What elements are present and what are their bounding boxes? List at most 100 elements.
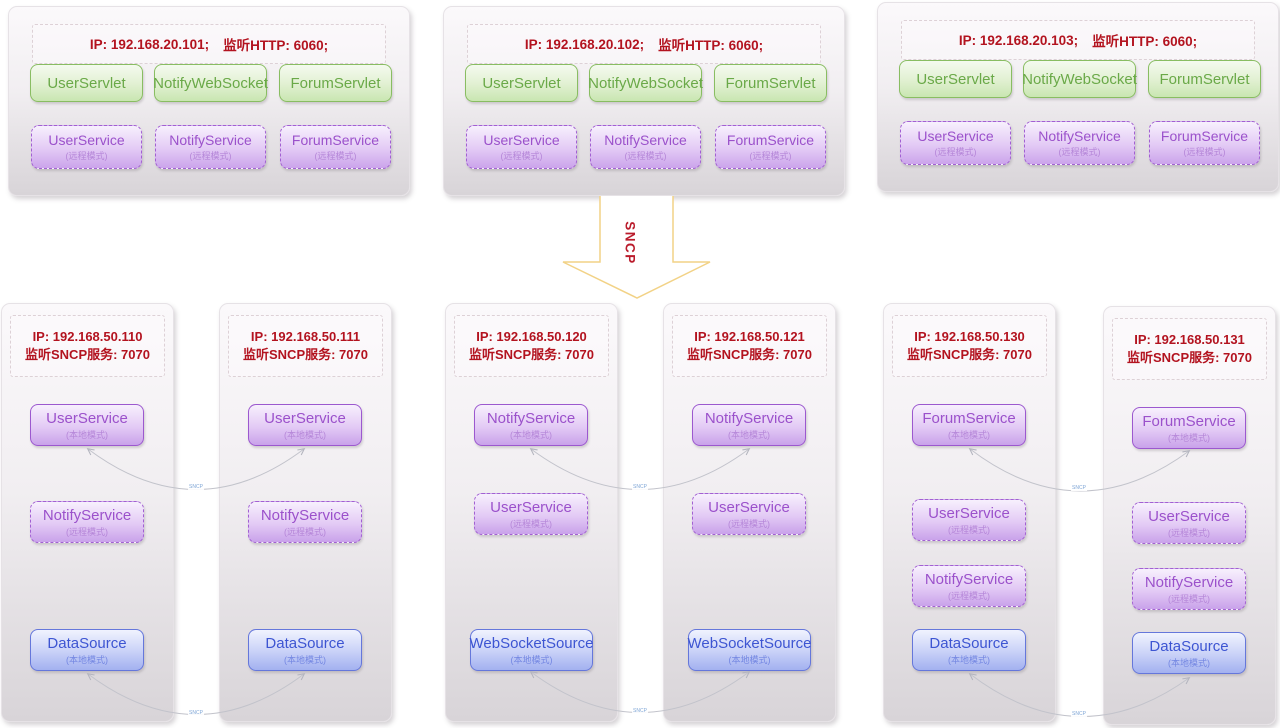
http-server-node-101: IP: 192.168.20.101; 监听HTTP: 6060; UserSe… bbox=[8, 6, 410, 196]
service-mode: (本地模式) bbox=[728, 429, 770, 440]
service-mode: (本地模式) bbox=[284, 429, 326, 440]
service-mode: (远程模式) bbox=[1168, 593, 1210, 604]
server-address-banner: IP: 192.168.20.103; 监听HTTP: 6060; bbox=[901, 20, 1255, 60]
server-listen: 监听HTTP: 6060; bbox=[658, 38, 764, 53]
service-mode: (远程模式) bbox=[284, 526, 326, 537]
service-box-remote: NotifyService (远程模式) bbox=[248, 501, 362, 543]
service-name: ForumService bbox=[1160, 128, 1249, 144]
sncp-server-node-120: IP: 192.168.50.120 监听SNCP服务: 7070 Notify… bbox=[445, 303, 618, 722]
server-ip: IP: 192.168.50.130 bbox=[914, 329, 1025, 344]
service-name: ForumService bbox=[726, 132, 815, 148]
source-mode: (本地模式) bbox=[284, 654, 326, 665]
service-name: NotifyService bbox=[486, 409, 576, 427]
service-name: UserService bbox=[48, 132, 125, 148]
service-box-local: UserService (本地模式) bbox=[30, 404, 144, 446]
service-mode: (远程模式) bbox=[948, 524, 990, 535]
service-box-remote: UserService (远程模式) bbox=[912, 499, 1026, 541]
service-mode: (远程模式) bbox=[65, 151, 108, 161]
service-mode: (远程模式) bbox=[624, 151, 667, 161]
service-box-remote: ForumService (远程模式) bbox=[1149, 121, 1260, 165]
service-name: UserService bbox=[483, 132, 560, 148]
service-mode: (远程模式) bbox=[500, 151, 543, 161]
service-box-local: ForumService (本地模式) bbox=[1132, 407, 1246, 449]
service-box-local: NotifyService (本地模式) bbox=[692, 404, 806, 446]
service-name: NotifyService bbox=[1144, 573, 1234, 591]
servlet-box: ForumServlet bbox=[714, 64, 827, 102]
servlet-box: ForumServlet bbox=[1148, 60, 1261, 98]
connector-label: SNCP bbox=[632, 708, 648, 714]
servlet-label: UserServlet bbox=[482, 74, 561, 92]
service-name: NotifyService bbox=[1038, 128, 1121, 144]
sncp-server-node-111: IP: 192.168.50.111 监听SNCP服务: 7070 UserSe… bbox=[219, 303, 392, 722]
service-name: NotifyService bbox=[260, 506, 350, 524]
server-ip: IP: 192.168.20.101; bbox=[89, 36, 210, 52]
servlet-box: UserServlet bbox=[465, 64, 578, 102]
service-name: UserService bbox=[46, 409, 128, 427]
source-name: DataSource bbox=[265, 634, 345, 652]
servlet-label: NotifyWebSocket bbox=[153, 74, 268, 92]
service-name: UserService bbox=[917, 128, 994, 144]
service-name: UserService bbox=[490, 498, 572, 516]
source-mode: (本地模式) bbox=[510, 654, 553, 665]
datasource-box: DataSource (本地模式) bbox=[30, 629, 144, 671]
service-box-remote: ForumService (远程模式) bbox=[280, 125, 391, 169]
server-ip: IP: 192.168.20.102; bbox=[524, 36, 645, 52]
servlet-box: NotifyWebSocket bbox=[588, 64, 703, 102]
service-mode: (本地模式) bbox=[66, 429, 108, 440]
service-box-remote: NotifyService (远程模式) bbox=[912, 565, 1026, 607]
service-mode: (远程模式) bbox=[728, 518, 770, 529]
websocketsource-box: WebSocketSource (本地模式) bbox=[688, 629, 811, 671]
datasource-box: DataSource (本地模式) bbox=[912, 629, 1026, 671]
connector-label: SNCP bbox=[188, 710, 204, 716]
service-box-remote: UserService (远程模式) bbox=[692, 493, 806, 535]
sncp-arrow-label: SNCP bbox=[622, 221, 638, 265]
source-mode: (本地模式) bbox=[1168, 657, 1210, 668]
connector-label: SNCP bbox=[632, 484, 648, 490]
service-mode: (远程模式) bbox=[314, 151, 357, 161]
server-listen: 监听HTTP: 6060; bbox=[223, 38, 329, 53]
service-box-local: ForumService (本地模式) bbox=[912, 404, 1026, 446]
sncp-server-node-110: IP: 192.168.50.110 监听SNCP服务: 7070 UserSe… bbox=[1, 303, 174, 722]
source-name: WebSocketSource bbox=[469, 634, 594, 652]
servlet-box: UserServlet bbox=[30, 64, 143, 102]
server-listen: 监听SNCP服务: 7070 bbox=[687, 347, 812, 362]
connector-label: SNCP bbox=[188, 484, 204, 490]
server-ip: IP: 192.168.20.103; bbox=[958, 32, 1079, 48]
source-name: DataSource bbox=[929, 634, 1009, 652]
http-server-node-102: IP: 192.168.20.102; 监听HTTP: 6060; UserSe… bbox=[443, 6, 845, 196]
sncp-server-node-130: IP: 192.168.50.130 监听SNCP服务: 7070 ForumS… bbox=[883, 303, 1056, 722]
service-mode: (远程模式) bbox=[66, 526, 108, 537]
service-mode: (远程模式) bbox=[1183, 147, 1226, 157]
server-listen: 监听SNCP服务: 7070 bbox=[25, 347, 150, 362]
service-name: UserService bbox=[1148, 507, 1230, 525]
service-name: UserService bbox=[264, 409, 346, 427]
server-address-banner: IP: 192.168.50.120 监听SNCP服务: 7070 bbox=[454, 315, 609, 377]
service-mode: (远程模式) bbox=[510, 518, 552, 529]
service-mode: (本地模式) bbox=[948, 429, 990, 440]
connector-label: SNCP bbox=[1071, 485, 1087, 491]
service-box-remote: NotifyService (远程模式) bbox=[30, 501, 144, 543]
service-name: ForumService bbox=[922, 409, 1016, 427]
servlet-box: NotifyWebSocket bbox=[153, 64, 268, 102]
service-name: UserService bbox=[708, 498, 790, 516]
service-box-remote: UserService (远程模式) bbox=[474, 493, 588, 535]
servlet-label: NotifyWebSocket bbox=[588, 74, 703, 92]
server-address-banner: IP: 192.168.20.102; 监听HTTP: 6060; bbox=[467, 24, 821, 64]
server-address-banner: IP: 192.168.50.131 监听SNCP服务: 7070 bbox=[1112, 318, 1267, 380]
source-mode: (本地模式) bbox=[728, 654, 771, 665]
sncp-server-node-131: IP: 192.168.50.131 监听SNCP服务: 7070 ForumS… bbox=[1103, 306, 1276, 725]
servlet-label: ForumServlet bbox=[1159, 70, 1250, 88]
http-server-node-103: IP: 192.168.20.103; 监听HTTP: 6060; UserSe… bbox=[877, 2, 1279, 192]
server-ip: IP: 192.168.50.120 bbox=[476, 329, 587, 344]
servlet-label: NotifyWebSocket bbox=[1022, 70, 1137, 88]
server-address-banner: IP: 192.168.50.110 监听SNCP服务: 7070 bbox=[10, 315, 165, 377]
source-mode: (本地模式) bbox=[948, 654, 990, 665]
server-listen: 监听HTTP: 6060; bbox=[1092, 34, 1198, 49]
servlet-box: UserServlet bbox=[899, 60, 1012, 98]
service-mode: (远程模式) bbox=[749, 151, 792, 161]
server-ip: IP: 192.168.50.111 bbox=[250, 329, 361, 344]
service-box-remote: NotifyService (远程模式) bbox=[155, 125, 266, 169]
service-mode: (远程模式) bbox=[1168, 527, 1210, 538]
source-mode: (本地模式) bbox=[66, 654, 108, 665]
